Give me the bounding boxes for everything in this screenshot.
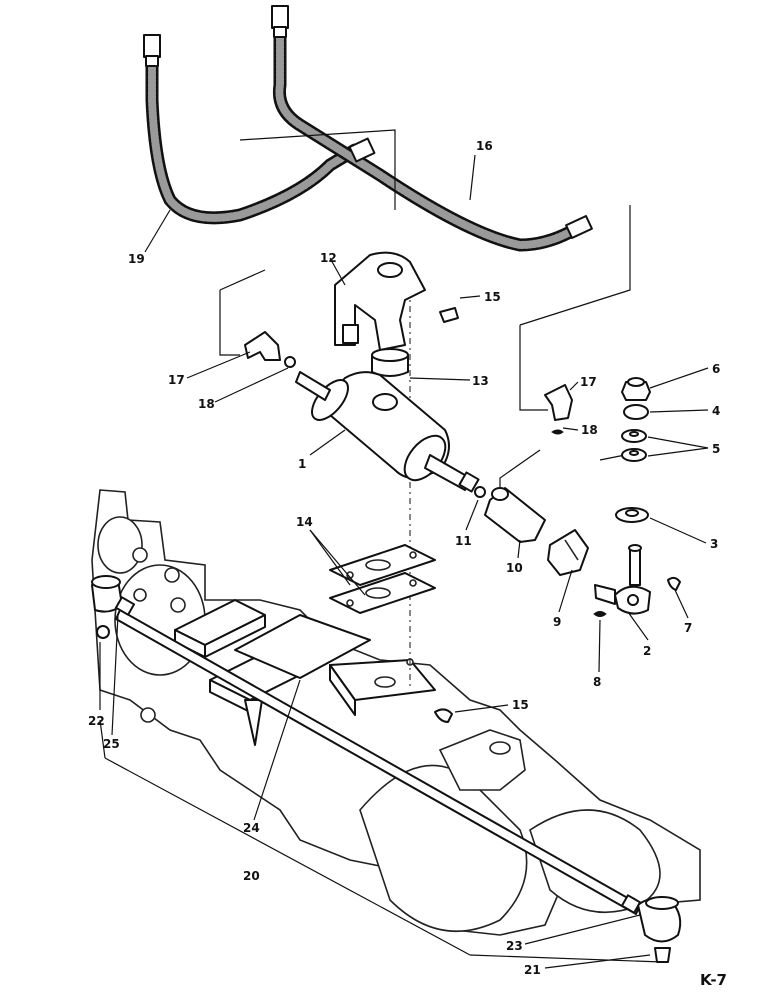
callout-3: 3	[710, 537, 718, 551]
o-ring-11	[474, 486, 486, 498]
page-code: K-7	[700, 971, 727, 989]
bushing	[371, 348, 409, 377]
callout-labels: 1 2 3 4 5 6 7 8 9 10 11 12 13 14 15 15 1…	[88, 139, 720, 977]
elbow-fitting-left	[244, 331, 296, 368]
callout-21: 21	[524, 963, 541, 977]
callout-25: 25	[103, 737, 120, 751]
callout-5: 5	[712, 442, 720, 456]
callout-12: 12	[320, 251, 337, 265]
reference-lines	[219, 129, 631, 690]
bolt-15-lower	[434, 708, 453, 723]
callout-23: 23	[506, 939, 523, 953]
callout-10: 10	[506, 561, 523, 575]
clamp	[547, 529, 589, 576]
ball-stud	[594, 544, 651, 615]
callout-6: 6	[712, 362, 720, 376]
cylinder-base-plate	[329, 658, 436, 716]
callout-15-lower: 15	[512, 698, 529, 712]
o-ring-right	[551, 429, 564, 435]
cylinder-rod-left	[295, 371, 331, 401]
callout-18-left: 18	[198, 397, 215, 411]
callout-1: 1	[298, 457, 306, 471]
bolt-15-upper	[439, 307, 459, 323]
hose-fitting	[271, 5, 289, 29]
hydraulic-hoses	[143, 5, 593, 252]
anchor-bracket	[334, 251, 426, 351]
axle-housing	[91, 489, 701, 936]
callout-4: 4	[712, 404, 720, 418]
shims	[329, 544, 436, 614]
callout-13: 13	[472, 374, 489, 388]
callout-24: 24	[243, 821, 260, 835]
grease-fitting-8	[593, 611, 607, 617]
callout-2: 2	[643, 644, 651, 658]
callout-8: 8	[593, 675, 601, 689]
cylinder-rod-right	[424, 454, 471, 491]
grease-fitting-left	[96, 625, 110, 639]
cylinder-port	[372, 393, 398, 411]
callout-22: 22	[88, 714, 105, 728]
tie-rod	[91, 575, 682, 963]
callout-11: 11	[455, 534, 472, 548]
callout-9: 9	[553, 615, 561, 629]
callout-16: 16	[476, 139, 493, 153]
elbow-fitting-right	[544, 384, 573, 435]
callout-18-right: 18	[581, 423, 598, 437]
leader-lines	[99, 154, 709, 969]
callout-14: 14	[296, 515, 313, 529]
washer-3	[615, 507, 649, 523]
nut-6	[621, 377, 651, 401]
callout-7: 7	[684, 621, 692, 635]
cotter-pin	[667, 576, 681, 591]
hose-fitting	[143, 34, 161, 58]
washer-set-5	[621, 429, 647, 462]
washer-4	[623, 404, 649, 420]
callout-15-upper: 15	[484, 290, 501, 304]
callout-17-right: 17	[580, 375, 597, 389]
steering-cylinder	[295, 371, 480, 493]
callout-19: 19	[128, 252, 145, 266]
o-ring-left	[284, 356, 296, 368]
callout-17-left: 17	[168, 373, 185, 387]
clevis	[474, 486, 546, 543]
callout-20: 20	[243, 869, 260, 883]
